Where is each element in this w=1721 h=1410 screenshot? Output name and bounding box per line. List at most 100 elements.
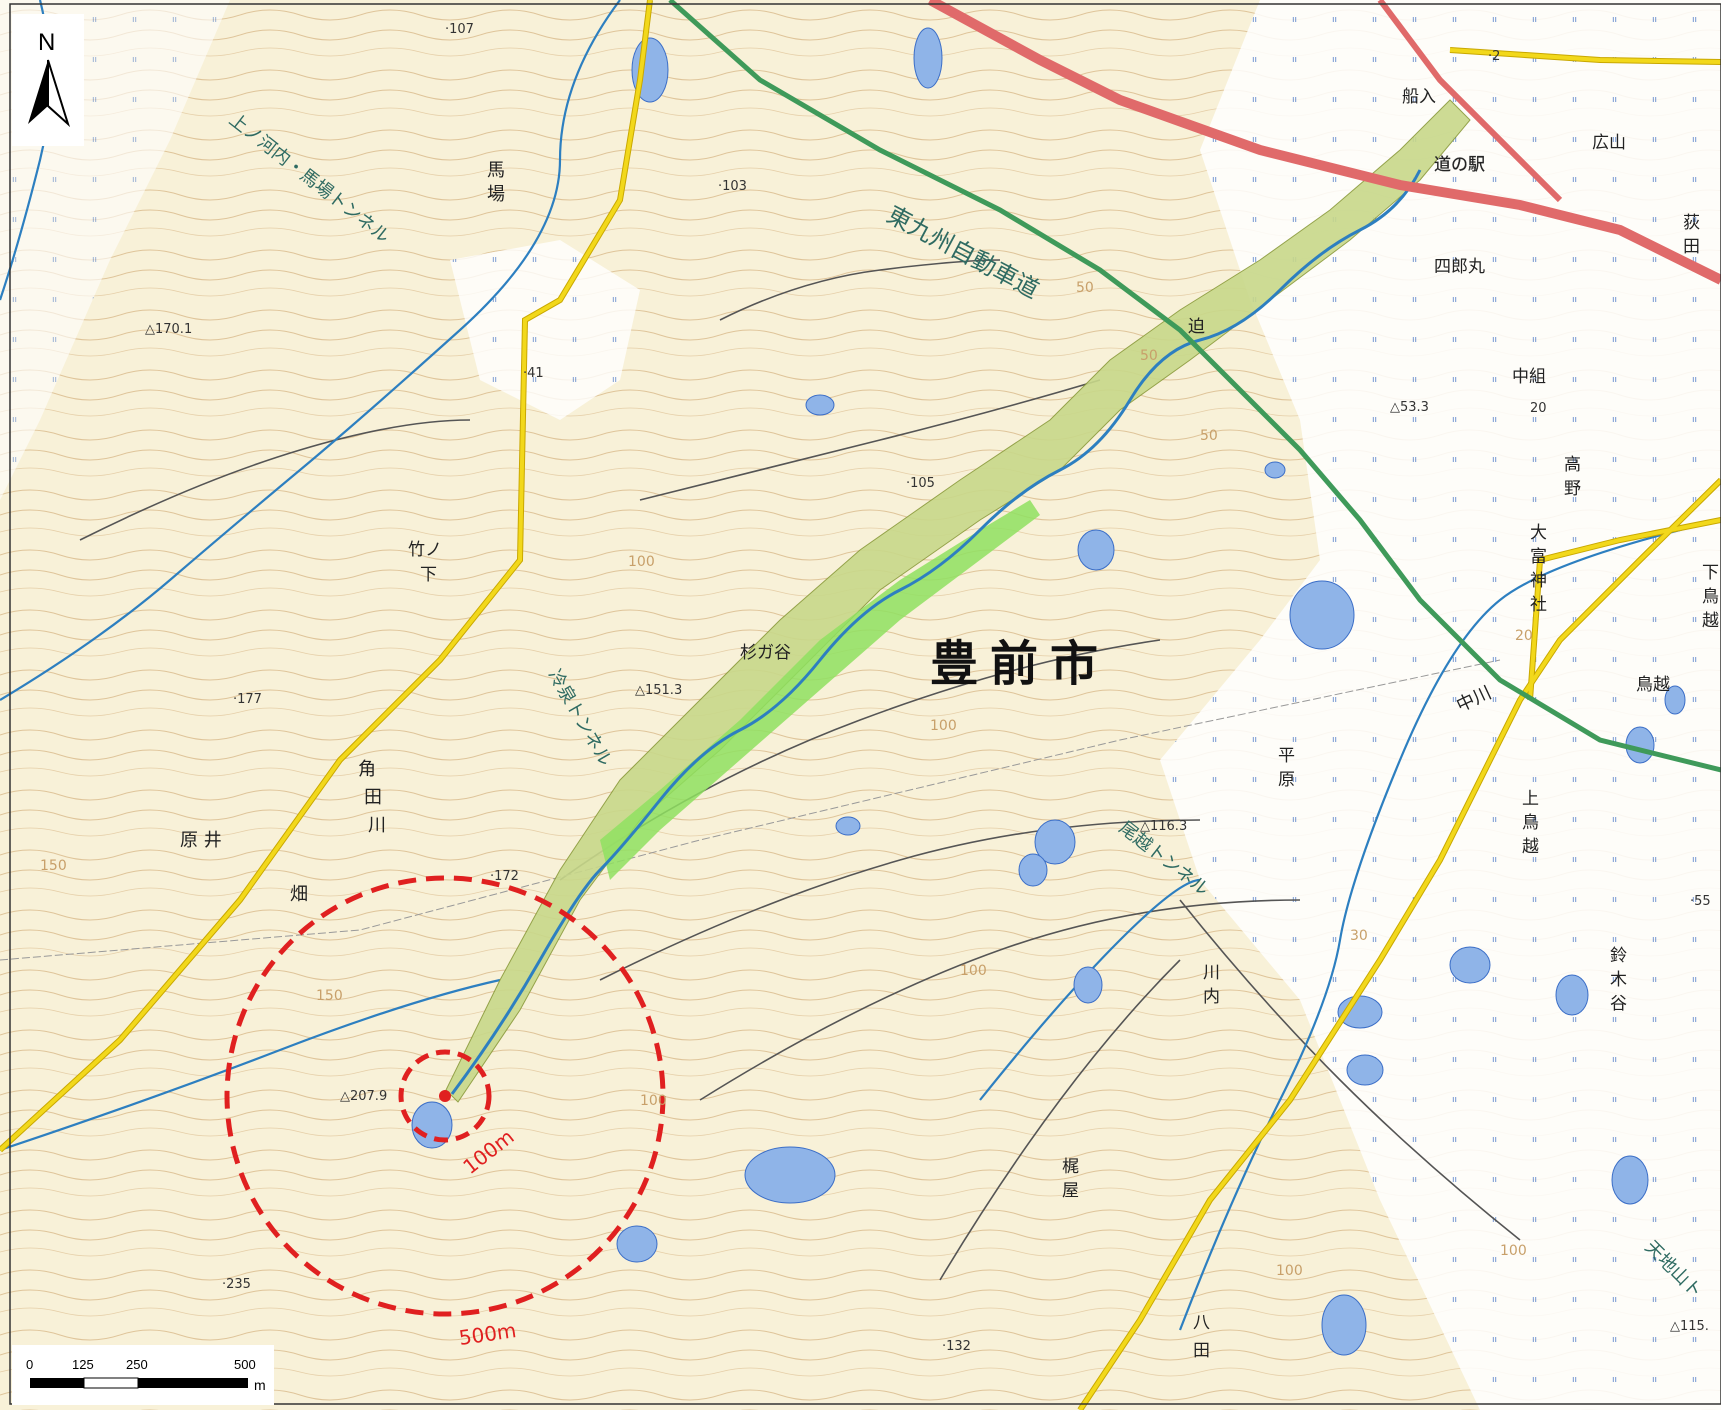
scale-seg-3 <box>138 1378 248 1388</box>
place-hirahara-2: 原 <box>1278 770 1295 790</box>
north-arrow-icon <box>28 60 48 124</box>
scale-bar: 0 125 250 500 m <box>12 1345 274 1405</box>
river-label-3: 川 <box>368 815 386 836</box>
contour-100-f: 100 <box>640 1093 667 1109</box>
elev-1513: △151.3 <box>635 683 682 698</box>
buffer-100m <box>398 1049 492 1143</box>
map-frame <box>9 3 1721 1405</box>
elev-177: ·177 <box>233 692 262 707</box>
place-suzukidani-2: 木 <box>1610 970 1627 990</box>
place-funairi: 船入 <box>1402 87 1436 107</box>
place-suzukidani-1: 鈴 <box>1610 946 1627 966</box>
paddy-field-east <box>1160 0 1721 1410</box>
place-shimotorigoe-2: 鳥 <box>1702 587 1719 607</box>
place-kawachi-1: 川 <box>1203 963 1220 983</box>
contour-100-e: 100 <box>1500 1243 1527 1259</box>
contour-50-b: 50 <box>1200 428 1218 444</box>
north-label: N <box>38 29 55 56</box>
place-kajiya-2: 屋 <box>1062 1181 1079 1201</box>
place-ogita-2: 田 <box>1683 237 1700 257</box>
minor-roads <box>79 259 1521 1281</box>
scale-bar-box <box>12 1345 274 1405</box>
place-takenoshita-2: 下 <box>420 565 437 585</box>
place-kamitorigoe-3: 越 <box>1522 837 1539 857</box>
place-hirahara-1: 平 <box>1278 746 1295 766</box>
contour-150-b: 150 <box>316 988 343 1004</box>
flood-zone-bright <box>600 500 1040 880</box>
elev-107: ·107 <box>445 22 474 37</box>
elev-132: ·132 <box>942 1339 971 1354</box>
paddy-field-valley-north <box>450 240 640 420</box>
place-nakagumi: 中組 <box>1512 367 1546 387</box>
city-label: 豊前市 <box>930 636 1110 692</box>
contour-30: 30 <box>1350 928 1368 944</box>
contour-labels: 50 50 50 100 100 100 100 150 150 30 20 1… <box>40 280 1533 1279</box>
place-takano-2: 野 <box>1564 479 1581 499</box>
elev-235: ·235 <box>222 1277 251 1292</box>
river-label-1: 角 <box>358 759 376 780</box>
place-takano-1: 高 <box>1564 455 1581 475</box>
place-kajiya-1: 梶 <box>1062 1157 1079 1177</box>
contour-150-a: 150 <box>40 858 67 874</box>
contour-50-a: 50 <box>1076 280 1094 296</box>
place-hiroyama: 広山 <box>1592 133 1626 153</box>
place-harai: 原 井 <box>180 830 222 851</box>
stream-main <box>450 169 1422 1095</box>
place-baba-1: 馬 <box>487 160 505 181</box>
scale-tick-125: 125 <box>72 1357 94 1372</box>
elev-2079: △207.9 <box>340 1089 387 1104</box>
elev-1163: △116.3 <box>1140 819 1187 834</box>
place-baba-2: 場 <box>487 184 505 205</box>
national-road <box>927 0 1721 285</box>
elev-20: 20 <box>1530 401 1547 416</box>
place-omiya-2: 富 <box>1530 547 1547 567</box>
contour-100-b: 100 <box>930 718 957 734</box>
place-hata: 畑 <box>290 884 308 905</box>
elev-172: ·172 <box>490 869 519 884</box>
place-ogita-1: 荻 <box>1683 213 1700 233</box>
highway <box>668 0 1721 773</box>
contour-20: 20 <box>1515 628 1533 644</box>
place-sako: 迫 <box>1188 317 1205 337</box>
contour-50-c: 50 <box>1140 348 1158 364</box>
place-sugigaya: 杉ガ谷 <box>740 643 791 663</box>
elev-105: ·105 <box>906 476 935 491</box>
elev-1701: △170.1 <box>145 322 192 337</box>
scale-tick-500: 500 <box>234 1357 256 1372</box>
place-hatta-1: 八 <box>1193 1313 1210 1333</box>
site-point <box>439 1090 451 1102</box>
scale-seg-1 <box>30 1378 84 1388</box>
scale-tick-0: 0 <box>26 1357 33 1372</box>
elev-103: ·103 <box>718 179 747 194</box>
place-michinoeki: 道の駅 <box>1434 155 1485 175</box>
elev-533: △53.3 <box>1390 400 1429 415</box>
place-labels: 馬 場 竹ノ 下 原 井 畑 杉ガ谷 平 原 川 内 梶 屋 八 田 船入 広山… <box>180 87 1719 1361</box>
scale-unit: m <box>254 1377 266 1393</box>
place-omiya-3: 神 <box>1530 571 1547 591</box>
scale-tick-250: 250 <box>126 1357 148 1372</box>
place-shimotorigoe-1: 下 <box>1702 563 1719 583</box>
place-omiya-1: 大 <box>1530 523 1547 543</box>
place-shimotorigoe-3: 越 <box>1702 611 1719 631</box>
place-torigoe: 鳥越 <box>1636 675 1670 695</box>
place-omiya-4: 社 <box>1530 595 1547 615</box>
contour-100-a: 100 <box>628 554 655 570</box>
place-kamitorigoe-2: 鳥 <box>1522 813 1539 833</box>
place-suzukidani-3: 谷 <box>1610 994 1627 1014</box>
elev-55: ·55 <box>1690 894 1711 909</box>
elevation-labels: ·107 ·103 △170.1 ·41 ·105 △53.3 20 ·177 … <box>145 22 1711 1354</box>
place-kamitorigoe-1: 上 <box>1522 789 1539 809</box>
national-road-upper <box>1377 0 1563 203</box>
elev-41: ·41 <box>523 366 544 381</box>
place-kawachi-2: 内 <box>1203 987 1220 1007</box>
place-takenoshita-1: 竹ノ <box>408 540 442 560</box>
elev-115: △115. <box>1670 1319 1709 1334</box>
place-shiromaru: 四郎丸 <box>1434 257 1485 277</box>
contour-100-c: 100 <box>960 963 987 979</box>
elev-2: ·2 <box>1488 49 1500 64</box>
contour-100-d: 100 <box>1276 1263 1303 1279</box>
place-hatta-2: 田 <box>1193 1341 1210 1361</box>
north-arrow: N <box>12 14 84 146</box>
